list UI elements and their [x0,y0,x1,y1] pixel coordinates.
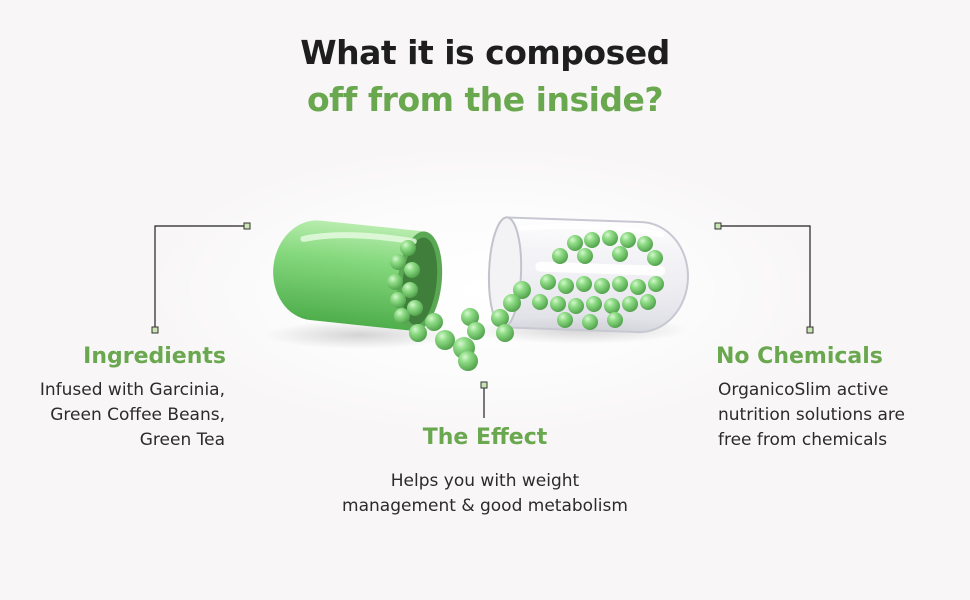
beads-in-clear-half [532,230,664,330]
connector-effect [480,381,488,418]
ingredients-line: Green Tea [139,430,225,450]
title-line-1: What it is composed [300,33,670,72]
spilled-beads [409,281,531,371]
green-capsule-half [273,220,443,332]
connector-no-chemicals [714,222,814,334]
connector-ingredients [151,222,251,334]
ingredients-line: Green Coffee Beans, [50,405,225,425]
no-chemicals-line: nutrition solutions are [718,405,905,425]
no-chemicals-heading: No Chemicals [716,344,883,369]
no-chemicals-line: free from chemicals [718,430,888,450]
ingredients-description: Infused with Garcinia, Green Coffee Bean… [0,378,225,453]
ingredients-line: Infused with Garcinia, [39,380,225,400]
beads-in-green-half [387,240,423,324]
ingredients-heading: Ingredients [83,344,226,369]
effect-description: Helps you with weight management & good … [300,469,670,519]
title-line-2: off from the inside? [306,80,664,119]
effect-line: management & good metabolism [342,496,628,516]
no-chemicals-description: OrganicoSlim active nutrition solutions … [718,378,905,453]
effect-heading: The Effect [422,425,548,450]
effect-line: Helps you with weight [390,471,580,491]
no-chemicals-line: OrganicoSlim active [718,380,889,400]
